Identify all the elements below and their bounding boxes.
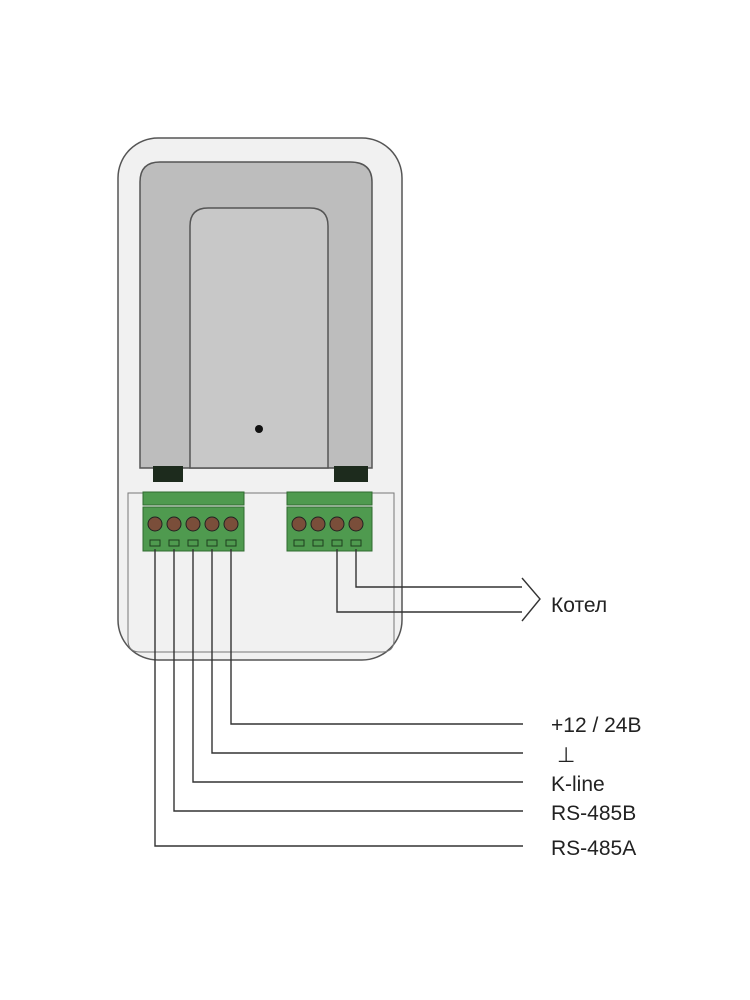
right-terminal-slot-2 [312, 539, 324, 547]
right-terminal-screw-4 [348, 516, 364, 532]
left-terminal-block [142, 491, 245, 552]
wire-rs485b [173, 549, 523, 812]
left-terminal-screw-3 [185, 516, 201, 532]
right-terminal-screw-3 [329, 516, 345, 532]
right-terminal-screw-1 [291, 516, 307, 532]
right-terminal-block [286, 491, 373, 552]
left-terminal-screw-5 [223, 516, 239, 532]
indicator-dot [255, 425, 263, 433]
left-terminal-slot-3 [187, 539, 199, 547]
left-terminal-slot-1 [149, 539, 161, 547]
terminal-compartment [127, 492, 395, 653]
wire-power [230, 549, 523, 725]
right-terminal-slot-3 [331, 539, 343, 547]
left-terminal-slot-2 [168, 539, 180, 547]
wire-boiler-1 [355, 549, 522, 588]
right-terminal-slot-1 [293, 539, 305, 547]
right-terminal-screw-2 [310, 516, 326, 532]
label-ground: ⊥ [557, 744, 575, 767]
left-terminal-slot-4 [206, 539, 218, 547]
wire-ground [211, 549, 523, 754]
boiler-wires [336, 549, 541, 622]
left-wires [154, 549, 523, 847]
left-terminal-top [142, 491, 245, 506]
right-dark-tab [334, 466, 368, 482]
left-terminal-slot-5 [225, 539, 237, 547]
wire-rs485a [154, 549, 523, 847]
boiler-label: Котел [551, 594, 607, 617]
left-terminal-screw-1 [147, 516, 163, 532]
boiler-arrow-icon [521, 577, 541, 622]
label-power: +12 / 24В [551, 714, 642, 737]
inner-gray-panel [189, 207, 329, 469]
wire-k-line [192, 549, 523, 783]
wire-boiler-2 [336, 549, 522, 613]
label-k-line: K-line [551, 773, 605, 796]
right-terminal-slot-4 [350, 539, 362, 547]
left-terminal-screw-2 [166, 516, 182, 532]
label-rs485b: RS-485B [551, 802, 636, 825]
left-dark-tab [153, 466, 183, 482]
left-terminal-screw-4 [204, 516, 220, 532]
label-rs485a: RS-485A [551, 837, 636, 860]
right-terminal-top [286, 491, 373, 506]
